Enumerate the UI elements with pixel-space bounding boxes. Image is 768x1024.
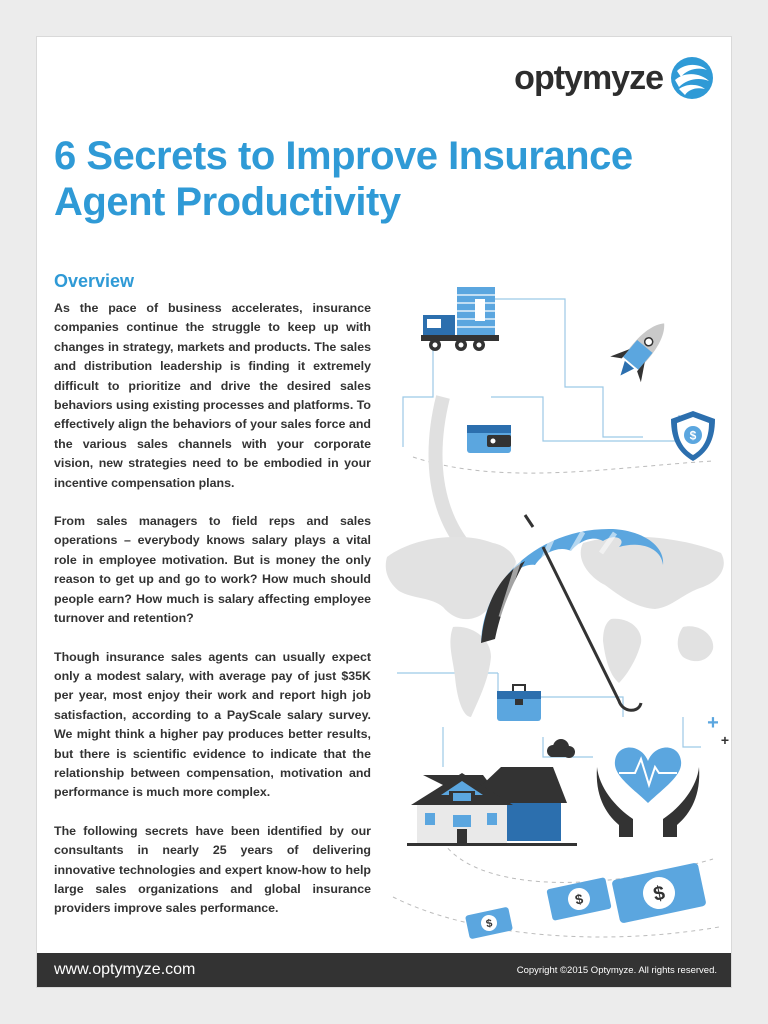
document-page: optymyze 6 Secrets to Improve Insurance …	[36, 36, 732, 988]
briefcase-icon	[497, 684, 541, 721]
footer-url-link[interactable]: www.optymyze.com	[54, 961, 196, 978]
logo-wave-icon	[671, 57, 713, 99]
connector-lines	[397, 298, 701, 767]
paragraph-3: Though insurance sales agents can usuall…	[54, 649, 371, 800]
heart-hands-icon: + +	[596, 712, 729, 837]
truck-icon	[421, 287, 499, 351]
brand-name: optymyze	[514, 58, 664, 97]
plus-icon-large: +	[707, 712, 719, 734]
world-map	[385, 536, 724, 717]
footer-bar: www.optymyze.com Copyright ©2015 Optymyz…	[37, 953, 731, 987]
footer-copyright: Copyright ©2015 Optymyze. All rights res…	[516, 964, 717, 976]
shield-dollar-icon: $	[671, 411, 715, 461]
dollar-bill-icon: $ $ $	[465, 863, 706, 939]
rocket-icon	[610, 323, 665, 383]
title-line-2: Agent Productivity	[54, 180, 401, 224]
plus-icon-small: +	[721, 732, 729, 748]
umbrella-icon	[481, 514, 664, 712]
cloud-icon	[547, 739, 575, 758]
paragraph-4: The following secrets have been identifi…	[54, 823, 371, 916]
bill-dollar-sign-small: $	[485, 917, 493, 930]
paragraph-2: From sales managers to field reps and sa…	[54, 514, 371, 626]
brand-logo: optymyze	[514, 55, 715, 101]
paragraph-1: As the pace of business accelerates, ins…	[54, 301, 371, 490]
body-text: As the pace of business accelerates, ins…	[54, 299, 371, 938]
shield-dollar-sign: $	[690, 429, 697, 443]
insurance-illustration: $	[385, 287, 729, 939]
bill-dollar-sign-large: $	[651, 882, 666, 906]
title-line-1: 6 Secrets to Improve Insurance	[54, 134, 633, 178]
bill-dollar-sign-medium: $	[574, 890, 585, 907]
house-icon	[407, 767, 577, 846]
page-title: 6 Secrets to Improve Insurance Agent Pro…	[54, 133, 694, 225]
overview-heading: Overview	[54, 271, 135, 291]
wallet-icon	[467, 425, 511, 453]
